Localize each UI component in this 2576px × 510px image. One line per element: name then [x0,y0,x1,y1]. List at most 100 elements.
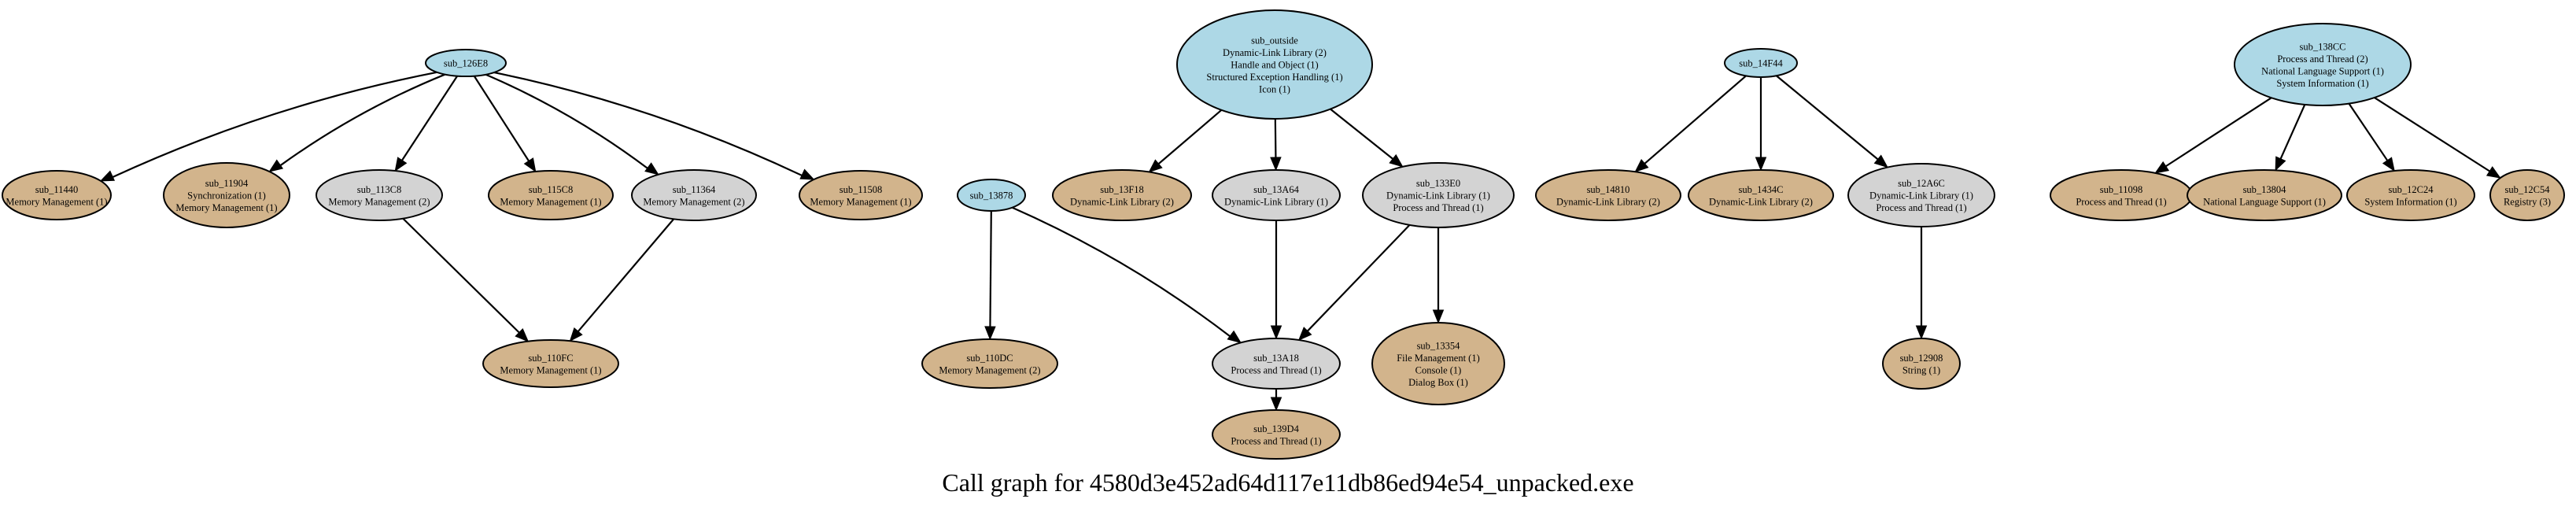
node-api-category: File Management (1) [1397,353,1480,364]
arrowhead-n13878-n13A18 [1227,330,1242,344]
node-api-category: Registry (3) [2504,196,2551,207]
node-ellipse [1371,322,1505,405]
arrowhead-n126E8-n11364 [644,162,659,176]
node-ellipse [1052,169,1192,221]
node-function-name: sub_12908 [1900,353,1943,364]
arrowhead-n13878-n110DC [984,326,996,341]
node-ellipse [1535,169,1681,221]
arrowhead-nOutside-n13A64 [1270,157,1282,172]
arrowhead-nOutside-n133E0 [1389,153,1404,168]
node-api-category: Dynamic-Link Library (2) [1223,47,1327,58]
node-function-name: sub_138CC [2299,41,2345,52]
node-function-name: sub_12C24 [2389,184,2434,195]
edge-n126E8-n115C8 [473,76,530,162]
node-function-name: sub_11508 [840,184,882,195]
edges-layer [99,71,2501,412]
node-function-name: sub_139D4 [1253,423,1299,434]
node-function-name: sub_13804 [2243,184,2287,195]
node-ellipse [488,170,614,220]
node-api-category: Memory Management (2) [328,196,430,207]
node-api-category: Process and Thread (1) [1231,435,1321,446]
node-function-name: sub_110FC [528,353,573,364]
node-function-name: sub_1434C [1739,184,1784,195]
node-ellipse [2,170,112,220]
node-api-category: Dynamic-Link Library (2) [1070,196,1174,207]
arrowhead-n126E8-n11440 [99,170,116,182]
node-function-name: sub_11098 [2100,184,2142,195]
node-function-name: sub_11440 [35,184,78,195]
arrowhead-n14F44-n1434C [1755,157,1767,172]
graph-caption: Call graph for 4580d3e452ad64d117e11db86… [942,468,1633,497]
node-api-category: Memory Management (1) [810,196,911,207]
node-ellipse [163,162,290,228]
node-ellipse [1847,163,1995,227]
arrowhead-nOutside-n13F18 [1148,159,1163,173]
node-api-category: Icon (1) [1259,84,1290,95]
edge-nOutside-n133E0 [1330,108,1393,160]
edge-n11364-n110FC [577,218,675,332]
node-function-name: sub_13F18 [1100,184,1144,195]
node-ellipse [1212,169,1341,221]
arrowhead-n13A18-n139D4 [1270,397,1282,412]
graph-node-sub_14F44: sub_14F44 [1724,48,1798,78]
node-function-name: sub_14F44 [1739,58,1783,69]
node-api-category: Dynamic-Link Library (1) [1386,190,1490,201]
arrowhead-n133E0-n13354 [1432,309,1445,324]
edge-n126E8-n11440 [112,71,437,178]
edge-n14F44-n12A6C [1776,75,1879,161]
node-api-category: Structured Exception Handling (1) [1206,72,1342,83]
node-api-category: System Information (1) [2276,78,2368,89]
arrowhead-n138CC-n13804 [2275,156,2286,172]
node-api-category: Dynamic-Link Library (1) [1224,196,1328,207]
edge-n113C8-n110FC [402,217,520,334]
node-ellipse [1176,9,1373,120]
arrowhead-n126E8-n113C8 [394,157,408,172]
node-ellipse [1688,169,1834,221]
node-function-name: sub_12A6C [1898,178,1945,189]
arrowhead-n126E8-n115C8 [523,157,537,173]
node-api-category: Memory Management (1) [500,196,601,207]
node-ellipse [482,339,619,388]
node-function-name: sub_14810 [1587,184,1630,195]
node-api-category: Process and Thread (1) [1876,202,1966,213]
node-function-name: sub_113C8 [357,184,402,195]
node-function-name: sub_13A18 [1253,353,1299,364]
node-ellipse [631,169,757,221]
node-api-category: Process and Thread (2) [2277,54,2367,65]
edge-n126E8-n11508 [493,71,803,176]
arrowhead-n14F44-n12A6C [1873,154,1888,168]
edge-n138CC-n12C54 [2374,97,2490,172]
node-ellipse [2187,169,2342,221]
node-ellipse [1212,338,1341,390]
node-function-name: sub_11904 [205,178,249,189]
edge-n126E8-n113C8 [401,76,459,161]
node-api-category: National Language Support (1) [2203,196,2326,207]
node-api-category: Memory Management (2) [939,364,1040,375]
node-api-category: Dialog Box (1) [1408,377,1468,388]
node-function-name: sub_13354 [1417,340,1461,351]
node-api-category: National Language Support (1) [2261,65,2384,76]
arrowhead-n126E8-n11508 [799,168,815,180]
arrowhead-n133E0-n13A18 [1297,327,1312,342]
edge-n14F44-n14810 [1644,75,1747,164]
node-api-category: System Information (1) [2364,196,2456,207]
edge-n138CC-n12C24 [2348,103,2389,161]
node-api-category: Synchronization (1) [187,190,266,201]
